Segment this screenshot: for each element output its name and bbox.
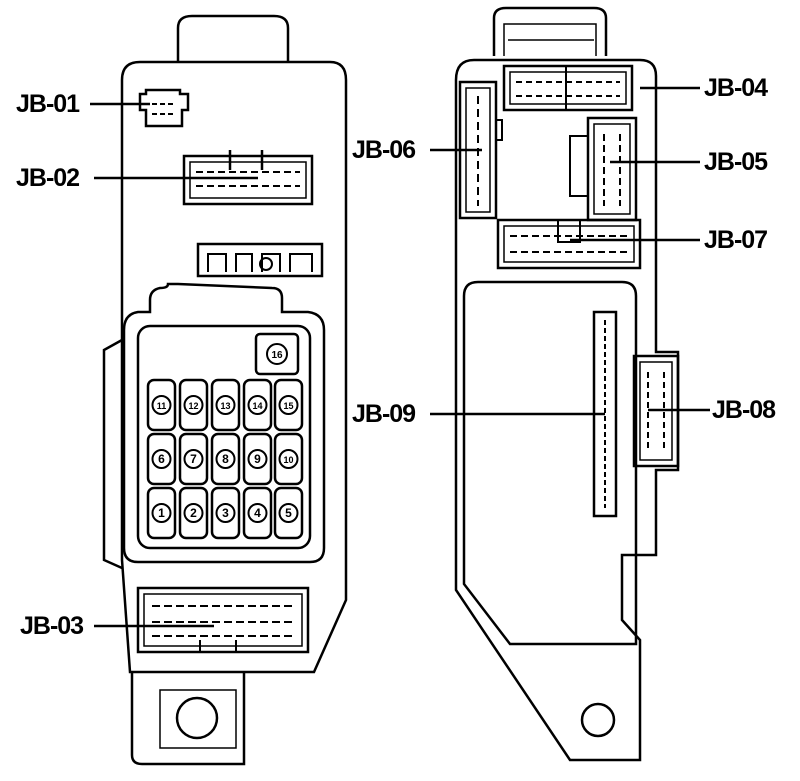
connector-jb-01 — [138, 88, 190, 128]
fuse-15: 15 — [273, 378, 304, 432]
fuse-10: 10 — [273, 432, 304, 486]
connector-jb-05 — [569, 116, 638, 222]
connector-jb-04 — [502, 64, 634, 112]
fuse-number-label: 15 — [283, 401, 293, 411]
callout-jb-06: JB-06 — [352, 136, 416, 164]
callout-jb-07: JB-07 — [704, 226, 768, 254]
fuse-11: 11 — [146, 378, 177, 432]
fuse-1: 1 — [146, 486, 177, 540]
fuse-number-label: 13 — [220, 401, 230, 411]
fuse-13: 13 — [210, 378, 241, 432]
fuse-number-label: 2 — [190, 506, 197, 520]
callout-jb-02: JB-02 — [16, 164, 80, 192]
connector-jb-03 — [136, 586, 310, 654]
fuse-number-label: 9 — [254, 452, 261, 466]
connector-jb-07 — [496, 218, 642, 270]
junction-block-rear-view — [454, 6, 680, 762]
fuse-4: 4 — [242, 486, 273, 540]
fuse-9: 9 — [242, 432, 273, 486]
fuse-number-label: 11 — [157, 401, 167, 411]
fuse-6: 6 — [146, 432, 177, 486]
fuse-5: 5 — [273, 486, 304, 540]
junction-block-front-view — [102, 14, 348, 766]
fuse-number-label: 14 — [252, 401, 262, 411]
fuse-number-label: 8 — [222, 452, 229, 466]
fuse-7: 7 — [178, 432, 209, 486]
fuse-16: 16 — [266, 343, 288, 365]
fuse-number-label: 10 — [283, 455, 293, 465]
callout-jb-08: JB-08 — [712, 396, 776, 424]
fuse-12: 12 — [178, 378, 209, 432]
fuse-3: 3 — [210, 486, 241, 540]
fuse-8: 8 — [210, 432, 241, 486]
fuse-2: 2 — [178, 486, 209, 540]
fuse-number-label: 4 — [254, 506, 261, 520]
fuse-14: 14 — [242, 378, 273, 432]
rear-cover-panel — [462, 280, 638, 646]
fuse-number-label: 12 — [188, 401, 198, 411]
callout-jb-04: JB-04 — [704, 74, 768, 102]
fuse-number-label: 1 — [158, 506, 165, 520]
connector-jb-02 — [182, 150, 314, 206]
fuse-number-label: 16 — [271, 350, 283, 361]
relay-clip-strip — [196, 242, 324, 278]
callout-jb-03: JB-03 — [20, 612, 84, 640]
leader-lines — [90, 86, 710, 628]
callout-jb-05: JB-05 — [704, 148, 768, 176]
callout-jb-01: JB-01 — [16, 90, 80, 118]
fuse-number-label: 6 — [158, 452, 165, 466]
fuse-number-label: 7 — [190, 452, 197, 466]
fuse-number-label: 5 — [285, 506, 292, 520]
fuse-number-label: 3 — [222, 506, 229, 520]
callout-jb-09: JB-09 — [352, 400, 416, 428]
